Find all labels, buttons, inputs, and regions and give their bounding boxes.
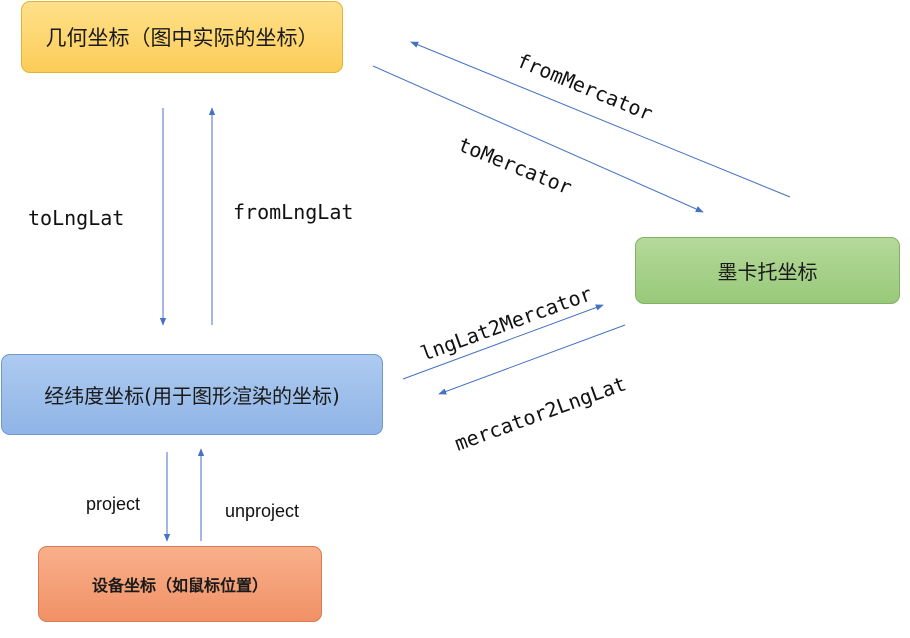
edge-label-project: project: [86, 494, 141, 514]
lnglat-coordinate-label: 经纬度坐标(用于图形渲染的坐标): [44, 384, 340, 408]
mercator-coordinate-node: 墨卡托坐标: [635, 237, 900, 304]
edge-label-from-lnglat: fromLngLat: [233, 200, 354, 224]
arrow-to-mercator: [372, 65, 704, 213]
arrow-lnglat-to-mercator: [402, 304, 604, 380]
lnglat-coordinate-node: 经纬度坐标(用于图形渲染的坐标): [1, 354, 383, 435]
edge-label-unproject: unproject: [225, 501, 300, 521]
geometry-coordinate-node: 几何坐标（图中实际的坐标）: [21, 1, 343, 73]
mercator-coordinate-label: 墨卡托坐标: [717, 260, 818, 284]
device-coordinate-node: 设备坐标（如鼠标位置）: [38, 546, 322, 622]
device-coordinate-label: 设备坐标（如鼠标位置）: [91, 576, 268, 595]
arrow-mercator-to-lnglat: [438, 324, 626, 395]
geometry-coordinate-label: 几何坐标（图中实际的坐标）: [45, 26, 319, 50]
edge-label-to-lnglat: toLngLat: [28, 206, 125, 230]
arrow-from-mercator: [410, 41, 791, 198]
